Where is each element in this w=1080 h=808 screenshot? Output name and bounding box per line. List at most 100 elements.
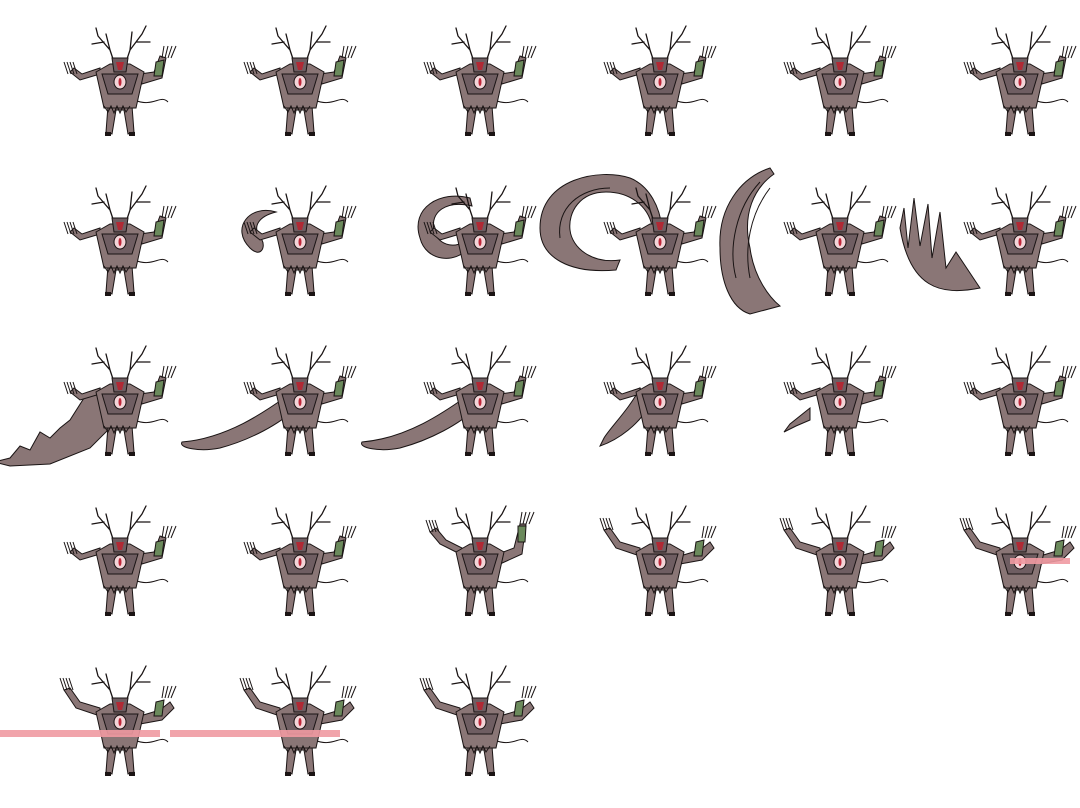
left-arm xyxy=(249,547,281,561)
antlers xyxy=(271,665,331,709)
right-foot xyxy=(309,292,315,296)
left-claws xyxy=(963,381,978,395)
fur-fringe xyxy=(823,104,851,115)
bracer xyxy=(333,699,345,717)
left-claws xyxy=(59,677,74,691)
tail xyxy=(1033,418,1069,424)
left-claws xyxy=(63,221,78,235)
fur-fringe xyxy=(643,584,671,595)
right-foot xyxy=(489,772,495,776)
eye-pupil xyxy=(298,78,302,86)
sprite-frame-26 xyxy=(170,648,360,808)
mouth xyxy=(296,222,304,230)
sprite-arms-up xyxy=(779,505,897,616)
left-arm xyxy=(249,227,281,241)
sprite-idle xyxy=(243,25,357,136)
tail xyxy=(673,578,709,584)
tail xyxy=(493,258,529,264)
eye-pupil xyxy=(838,558,842,566)
left-arm xyxy=(609,387,641,401)
bracer xyxy=(873,219,885,237)
eye-pupil xyxy=(838,78,842,86)
tail xyxy=(853,258,889,264)
left-claws xyxy=(959,517,974,531)
fur-fringe xyxy=(1003,104,1031,115)
legs xyxy=(105,105,135,135)
mouth xyxy=(476,542,484,550)
right-claws xyxy=(521,685,537,699)
antlers xyxy=(451,345,511,389)
left-claws xyxy=(603,221,618,235)
right-claws xyxy=(341,365,357,379)
left-claws xyxy=(603,381,618,395)
sprite-arms-up xyxy=(0,665,177,776)
sprite-recover xyxy=(599,345,717,456)
swirl-effect xyxy=(539,174,663,272)
left-foot xyxy=(105,772,111,776)
eye-pupil xyxy=(658,398,662,406)
sprite-frame-2 xyxy=(180,8,360,168)
mouth xyxy=(836,62,844,70)
left-arm xyxy=(429,227,461,241)
left-arm xyxy=(429,67,461,81)
left-arm xyxy=(789,67,821,81)
left-claws xyxy=(423,61,438,75)
eye-pupil xyxy=(1018,78,1022,86)
sprite-idle xyxy=(603,25,717,136)
claw-effect xyxy=(783,406,811,433)
legs xyxy=(645,265,675,295)
sprite-raise xyxy=(425,505,535,616)
tail xyxy=(133,258,169,264)
right-claws xyxy=(1061,205,1077,219)
bracer xyxy=(153,59,165,77)
fur-fringe xyxy=(103,584,131,595)
sprite-frame-25 xyxy=(0,648,180,808)
right-foot xyxy=(129,132,135,136)
right-foot xyxy=(129,772,135,776)
eye-pupil xyxy=(1018,398,1022,406)
sprite-frame-13 xyxy=(0,328,180,488)
left-claws xyxy=(239,677,254,691)
left-arm xyxy=(63,687,101,717)
left-claws xyxy=(963,221,978,235)
tail xyxy=(853,98,889,104)
sprite-recover xyxy=(783,345,897,456)
fur-fringe xyxy=(103,424,131,435)
sprite-windup xyxy=(241,185,357,296)
beam-effect xyxy=(170,730,340,737)
beam-effect xyxy=(0,730,160,737)
right-claws xyxy=(161,685,177,699)
left-claws xyxy=(63,381,78,395)
eye-pupil xyxy=(478,78,482,86)
bracer xyxy=(693,539,705,557)
right-foot xyxy=(309,452,315,456)
legs xyxy=(465,265,495,295)
antlers xyxy=(811,185,871,229)
fur-fringe xyxy=(463,744,491,755)
eye-pupil xyxy=(118,718,122,726)
mouth xyxy=(296,62,304,70)
sprite-frame-5 xyxy=(720,8,900,168)
spikes-effect xyxy=(899,197,981,291)
left-foot xyxy=(825,612,831,616)
tail xyxy=(673,418,709,424)
left-claws xyxy=(425,519,440,533)
sprite-frame-3 xyxy=(360,8,540,168)
mouth xyxy=(296,382,304,390)
left-foot xyxy=(105,292,111,296)
right-foot xyxy=(1029,132,1035,136)
antlers xyxy=(991,25,1051,69)
sprite-frame-8 xyxy=(180,168,360,328)
right-foot xyxy=(849,132,855,136)
right-claws xyxy=(1061,45,1077,59)
eye-pupil xyxy=(838,238,842,246)
fur-fringe xyxy=(103,104,131,115)
left-arm xyxy=(429,387,461,401)
tail xyxy=(133,578,169,584)
left-arm xyxy=(969,387,1001,401)
mouth xyxy=(296,702,304,710)
legs xyxy=(465,105,495,135)
eye-pupil xyxy=(118,78,122,86)
right-claws xyxy=(701,205,717,219)
bracer xyxy=(873,59,885,77)
